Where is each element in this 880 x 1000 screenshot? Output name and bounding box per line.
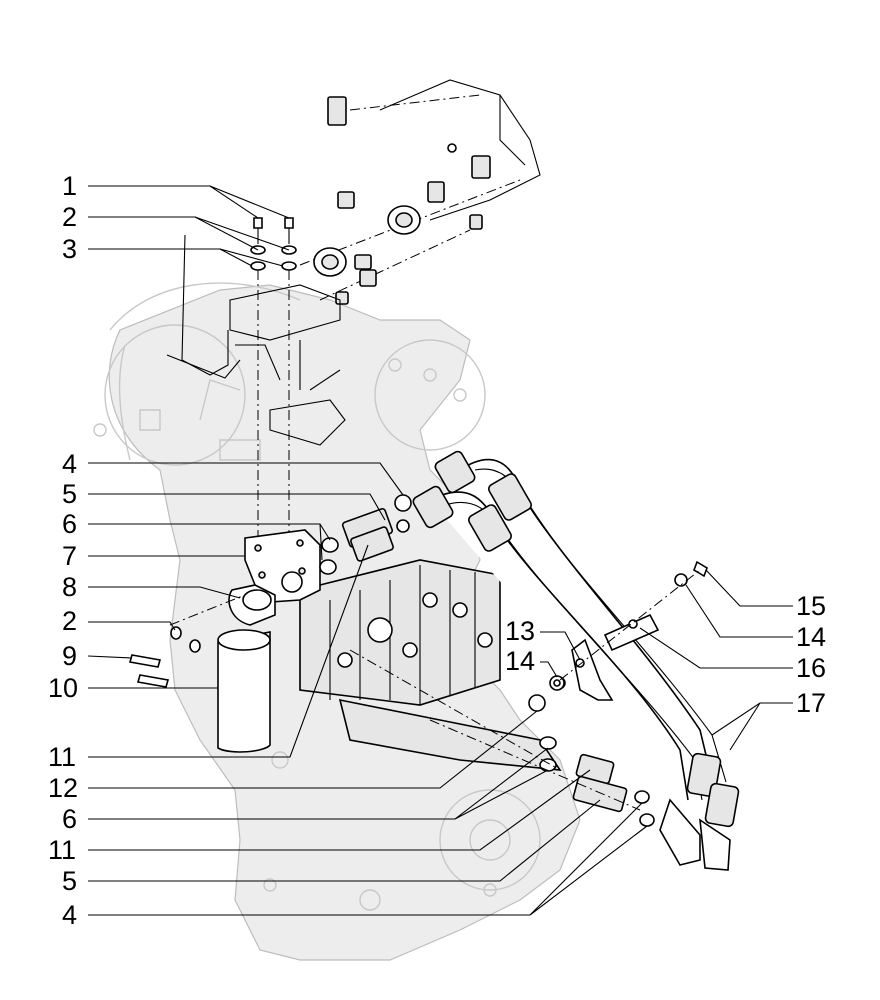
callout-11-lower: 11 — [48, 835, 76, 865]
callout-15: 15 — [796, 591, 826, 621]
callout-8: 8 — [62, 572, 77, 602]
right-callouts: 13 14 15 14 16 17 — [505, 569, 826, 751]
callout-6-lower: 6 — [62, 804, 77, 834]
callout-1: 1 — [62, 171, 77, 201]
callout-14-left: 14 — [505, 646, 535, 676]
callout-13: 13 — [505, 616, 535, 646]
upper-fittings — [319, 494, 412, 575]
callout-7: 7 — [62, 541, 77, 571]
callout-4-lower: 4 — [62, 900, 77, 930]
lower-left-bolts — [128, 594, 246, 688]
callout-9: 9 — [62, 641, 77, 671]
callout-3: 3 — [62, 234, 77, 264]
callout-11-mid: 11 — [48, 742, 76, 772]
callout-2-top: 2 — [62, 202, 77, 232]
callout-10: 10 — [48, 673, 78, 703]
lower-fittings — [349, 649, 655, 827]
clip-and-bolt — [549, 560, 708, 701]
callout-6-top: 6 — [62, 509, 77, 539]
top-casing — [299, 79, 541, 305]
callout-4-top: 4 — [62, 449, 77, 479]
bracket-assembly — [166, 234, 346, 446]
callout-14-right: 14 — [796, 622, 826, 652]
callout-17: 17 — [796, 688, 826, 718]
callout-2-lower: 2 — [62, 606, 77, 636]
left-callouts: 1 2 3 4 5 6 7 8 2 9 10 11 12 — [48, 171, 648, 930]
callout-5-top: 5 — [62, 479, 77, 509]
callout-16: 16 — [796, 653, 826, 683]
oil-filter-assembly — [217, 529, 321, 753]
callout-5-lower: 5 — [62, 866, 77, 896]
callout-12: 12 — [48, 773, 78, 803]
